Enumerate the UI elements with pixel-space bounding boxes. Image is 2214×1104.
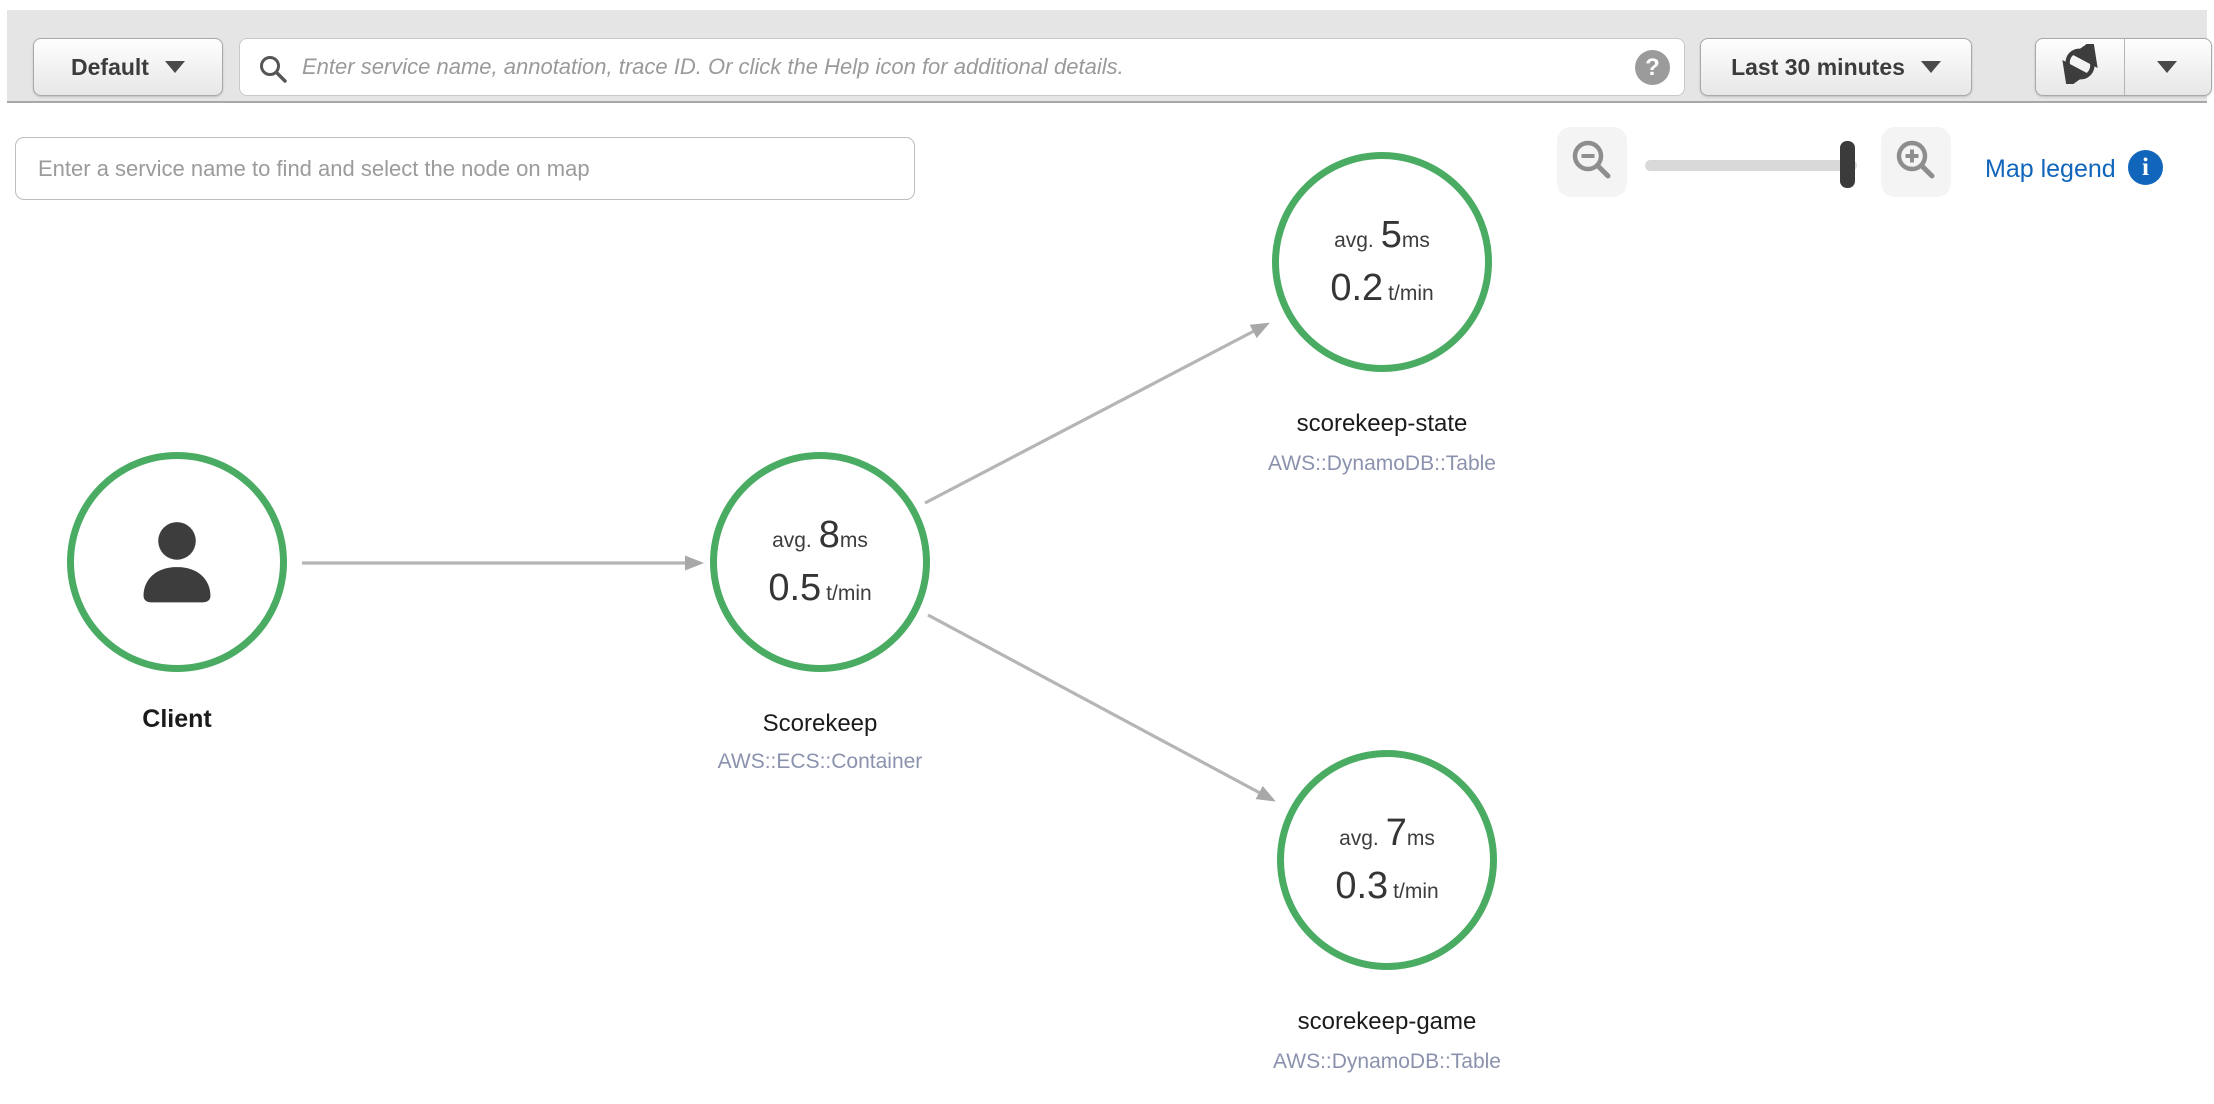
find-node-input[interactable] xyxy=(15,137,915,200)
refresh-split-button xyxy=(2035,38,2212,96)
node-type-scorekeep-game: AWS::DynamoDB::Table xyxy=(1273,1050,1501,1073)
help-icon[interactable]: ? xyxy=(1635,50,1670,85)
time-range-button[interactable]: Last 30 minutes xyxy=(1700,38,1972,96)
group-selector-button[interactable]: Default xyxy=(33,38,223,96)
latency-metric: avg. 7 ms xyxy=(1339,812,1435,854)
info-icon[interactable]: i xyxy=(2128,150,2163,185)
refresh-options-button[interactable] xyxy=(2124,39,2212,95)
refresh-icon xyxy=(2060,39,2100,90)
rate-metric: 0.3 t/min xyxy=(1335,865,1439,907)
button-divider xyxy=(2123,39,2125,95)
chevron-down-icon xyxy=(1920,61,1941,73)
node-type-scorekeep-state: AWS::DynamoDB::Table xyxy=(1268,452,1496,475)
rate-metric: 0.2 t/min xyxy=(1330,267,1434,309)
edge-scorekeep-game[interactable] xyxy=(927,613,1276,802)
zoom-out-button[interactable] xyxy=(1557,127,1627,197)
node-scorekeep-state[interactable]: avg. 5 ms 0.2 t/min xyxy=(1272,152,1492,372)
filter-toolbar: Default ? Last 30 minutes xyxy=(7,10,2212,103)
zoom-out-icon xyxy=(1569,138,1615,187)
zoom-in-icon xyxy=(1893,138,1939,187)
chevron-down-icon xyxy=(2157,61,2178,73)
person-icon xyxy=(122,507,232,617)
trace-search-box: ? xyxy=(239,38,1685,96)
latency-metric: avg. 8 ms xyxy=(772,514,868,556)
node-client[interactable] xyxy=(67,452,287,672)
zoom-slider-handle[interactable] xyxy=(1840,141,1855,188)
time-range-label: Last 30 minutes xyxy=(1731,53,1905,80)
node-label-scorekeep-game: scorekeep-game xyxy=(1297,1008,1477,1035)
node-scorekeep-game[interactable]: avg. 7 ms 0.3 t/min xyxy=(1277,750,1497,970)
zoom-slider-track[interactable] xyxy=(1645,160,1857,171)
rate-metric: 0.5 t/min xyxy=(768,567,872,609)
node-label-scorekeep-state: scorekeep-state xyxy=(1296,410,1468,437)
refresh-button[interactable] xyxy=(2036,39,2124,95)
chevron-down-icon xyxy=(164,61,185,73)
map-legend-link[interactable]: Map legend xyxy=(1985,155,2116,183)
group-selector-label: Default xyxy=(71,53,149,80)
search-icon xyxy=(258,54,288,89)
trace-search-input[interactable] xyxy=(302,39,1612,95)
node-label-scorekeep: Scorekeep xyxy=(762,710,878,737)
node-type-scorekeep: AWS::ECS::Container xyxy=(717,750,923,773)
node-scorekeep[interactable]: avg. 8 ms 0.5 t/min xyxy=(710,452,930,672)
edge-scorekeep-state[interactable] xyxy=(924,322,1270,505)
node-label-client: Client xyxy=(142,705,212,733)
zoom-in-button[interactable] xyxy=(1881,127,1951,197)
latency-metric: avg. 5 ms xyxy=(1334,214,1430,256)
